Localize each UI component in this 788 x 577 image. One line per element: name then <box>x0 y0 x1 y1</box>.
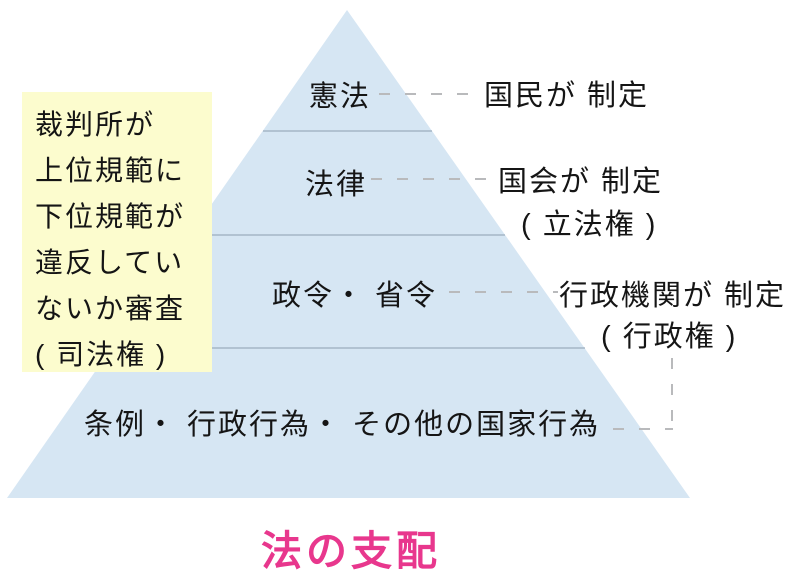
page-title: 法の支配 <box>261 528 441 574</box>
enactor-label-legislative-power: ( 立法権 ) <box>521 209 658 241</box>
note-line-3: 下位規範が <box>35 201 186 232</box>
note-line-1: 裁判所が <box>35 109 156 140</box>
enactor-label-diet: 国会が 制定 <box>498 166 664 198</box>
note-line-4: 違反してい <box>35 247 185 278</box>
enactor-label-executive-power: ( 行政権 ) <box>601 321 738 353</box>
tier-label-ordinances-acts: 条例・ 行政行為・ その他の国家行為 <box>84 409 601 441</box>
tier-label-constitution: 憲法 <box>309 81 372 113</box>
enactor-label-people: 国民が 制定 <box>484 80 650 112</box>
note-line-2: 上位規範に <box>35 155 186 186</box>
enactor-label-administrative-organs: 行政機関が 制定 <box>559 280 787 312</box>
pyramid-triangle <box>7 10 690 498</box>
tier-label-cabinet-ministry-orders: 政令・ 省令 <box>272 280 438 312</box>
judicial-review-note: 裁判所が 上位規範に 下位規範が 違反してい ないか審査 ( 司法権 ) <box>22 92 212 372</box>
note-line-6: ( 司法権 ) <box>35 339 168 370</box>
note-line-5: ないか審査 <box>35 293 186 324</box>
tier-label-statutes: 法律 <box>305 169 368 201</box>
